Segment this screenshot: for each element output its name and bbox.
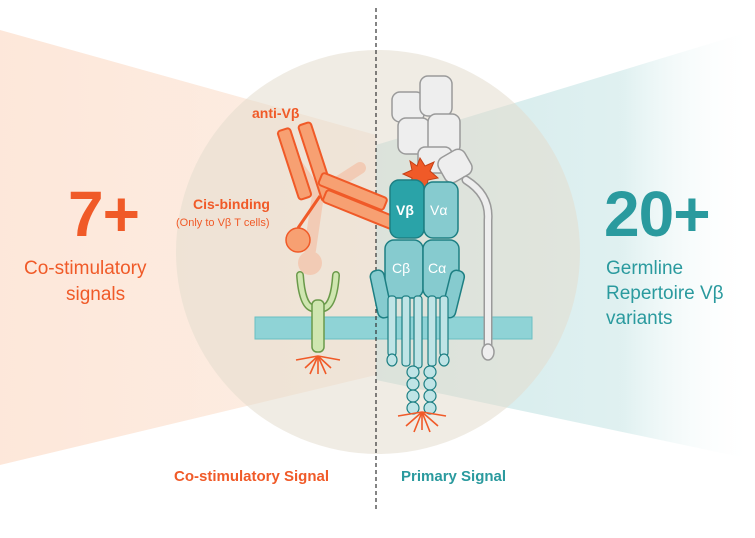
costim-signal-caption: Co-stimulatory Signal [174, 468, 330, 485]
variants-desc-line1: Germline [606, 258, 684, 279]
variants-desc-line2: Repertoire Vβ [606, 283, 724, 304]
costim-burst [295, 355, 341, 375]
vb-domain-label: Vβ [396, 202, 414, 218]
anti-vb-label: anti-Vβ [252, 105, 300, 121]
tcr-complex [369, 179, 466, 319]
costim-receptor [296, 271, 340, 353]
primary-signal-caption: Primary Signal [401, 468, 507, 485]
cd3-chains [386, 295, 450, 415]
costim-desc-line2: signals [66, 284, 126, 305]
costim-desc-line1: Co-stimulatory [24, 258, 147, 279]
anti-vb-antibody [276, 121, 402, 253]
ca-domain-label: Cα [428, 260, 446, 276]
primary-burst [397, 411, 447, 433]
variants-count: 20+ [604, 178, 711, 250]
cis-binding-note: (Only to Vβ T cells) [176, 217, 270, 229]
variants-desc-line3: variants [606, 308, 673, 329]
va-domain-label: Vα [430, 202, 447, 218]
costim-count: 7+ [68, 178, 140, 250]
cis-binding-label: Cis-binding [193, 196, 270, 212]
cb-domain-label: Cβ [392, 260, 410, 276]
center-circle [176, 50, 580, 454]
mhc-complex [391, 75, 495, 361]
